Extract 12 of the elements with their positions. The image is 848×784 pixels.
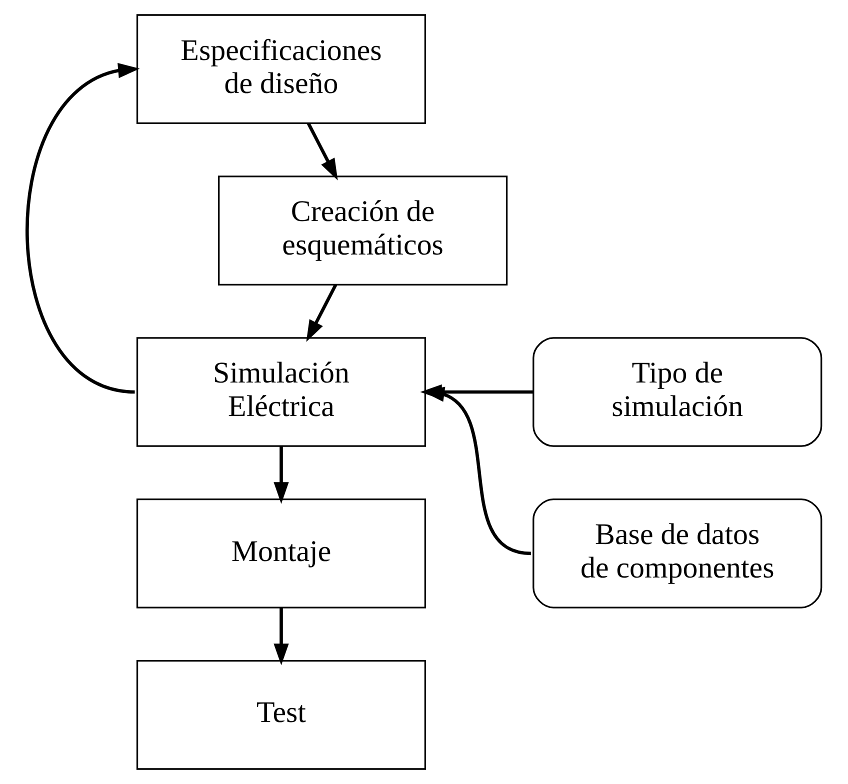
node-box: Base de datos de componentes bbox=[532, 498, 822, 608]
node-box: Tipo de simulación bbox=[532, 337, 822, 447]
node-box: Test bbox=[136, 660, 426, 770]
arrow bbox=[274, 446, 289, 504]
arrow bbox=[26, 62, 140, 394]
node-box: Creación de esquemáticos bbox=[218, 176, 508, 286]
node-box: Montaje bbox=[136, 498, 426, 608]
arrow bbox=[306, 284, 338, 342]
arrow bbox=[306, 122, 338, 180]
node-box: Simulación Eléctrica bbox=[136, 337, 426, 447]
node-box: Especificaciones de diseño bbox=[136, 14, 426, 124]
arrow bbox=[274, 608, 289, 666]
